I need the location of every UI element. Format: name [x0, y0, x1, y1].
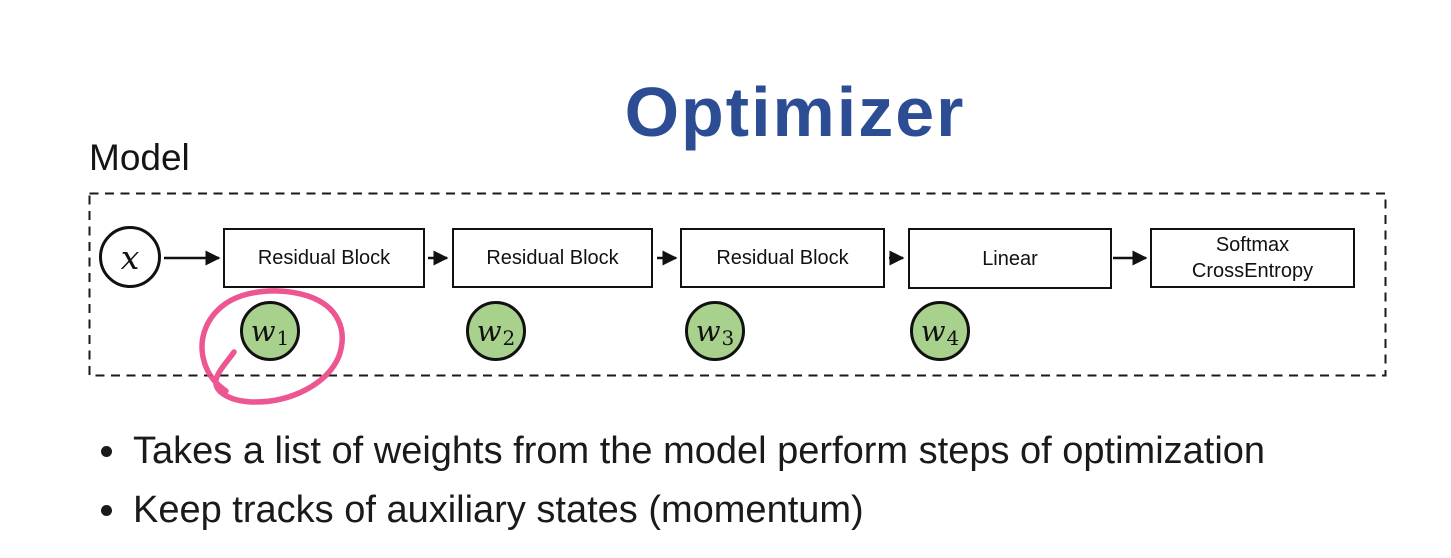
weight-symbol: w	[250, 313, 276, 348]
block-residual-1: Residual Block	[223, 228, 425, 288]
input-node: x	[99, 226, 161, 288]
block-residual-2: Residual Block	[452, 228, 653, 288]
block-label: Residual Block	[486, 247, 619, 269]
block-linear: Linear	[908, 228, 1112, 289]
weight-subscript: 3	[721, 326, 735, 350]
block-label: Linear	[982, 247, 1038, 270]
weight-subscript: 1	[276, 326, 290, 350]
bullet-item: Keep tracks of auxiliary states (momentu…	[100, 481, 1265, 540]
bullet-item: Takes a list of weights from the model p…	[100, 422, 1265, 481]
bullet-dot	[101, 505, 112, 516]
bullet-text: Takes a list of weights from the model p…	[133, 430, 1266, 472]
weight-node-w4: w 4	[910, 301, 970, 361]
weight-symbol: w	[920, 313, 946, 348]
block-label: Softmax CrossEntropy	[1191, 234, 1314, 282]
weight-node-w2: w 2	[466, 301, 526, 361]
bullet-text: Keep tracks of auxiliary states (momentu…	[133, 489, 864, 531]
weight-symbol: w	[476, 313, 502, 348]
bullet-list: Takes a list of weights from the model p…	[100, 422, 1265, 540]
weight-node-w1: w 1	[240, 301, 300, 361]
block-label: Residual Block	[716, 247, 849, 269]
block-label: Residual Block	[257, 247, 391, 269]
slide-title: Optimizer	[624, 72, 966, 151]
weight-subscript: 4	[946, 326, 960, 350]
input-label: x	[120, 237, 140, 277]
weight-subscript: 2	[502, 326, 516, 350]
model-label: Model	[89, 137, 190, 178]
block-softmax-crossentropy: Softmax CrossEntropy	[1150, 228, 1355, 288]
block-residual-3: Residual Block	[680, 228, 885, 288]
weight-node-w3: w 3	[685, 301, 745, 361]
bullet-dot	[101, 446, 112, 457]
weight-symbol: w	[695, 313, 721, 348]
